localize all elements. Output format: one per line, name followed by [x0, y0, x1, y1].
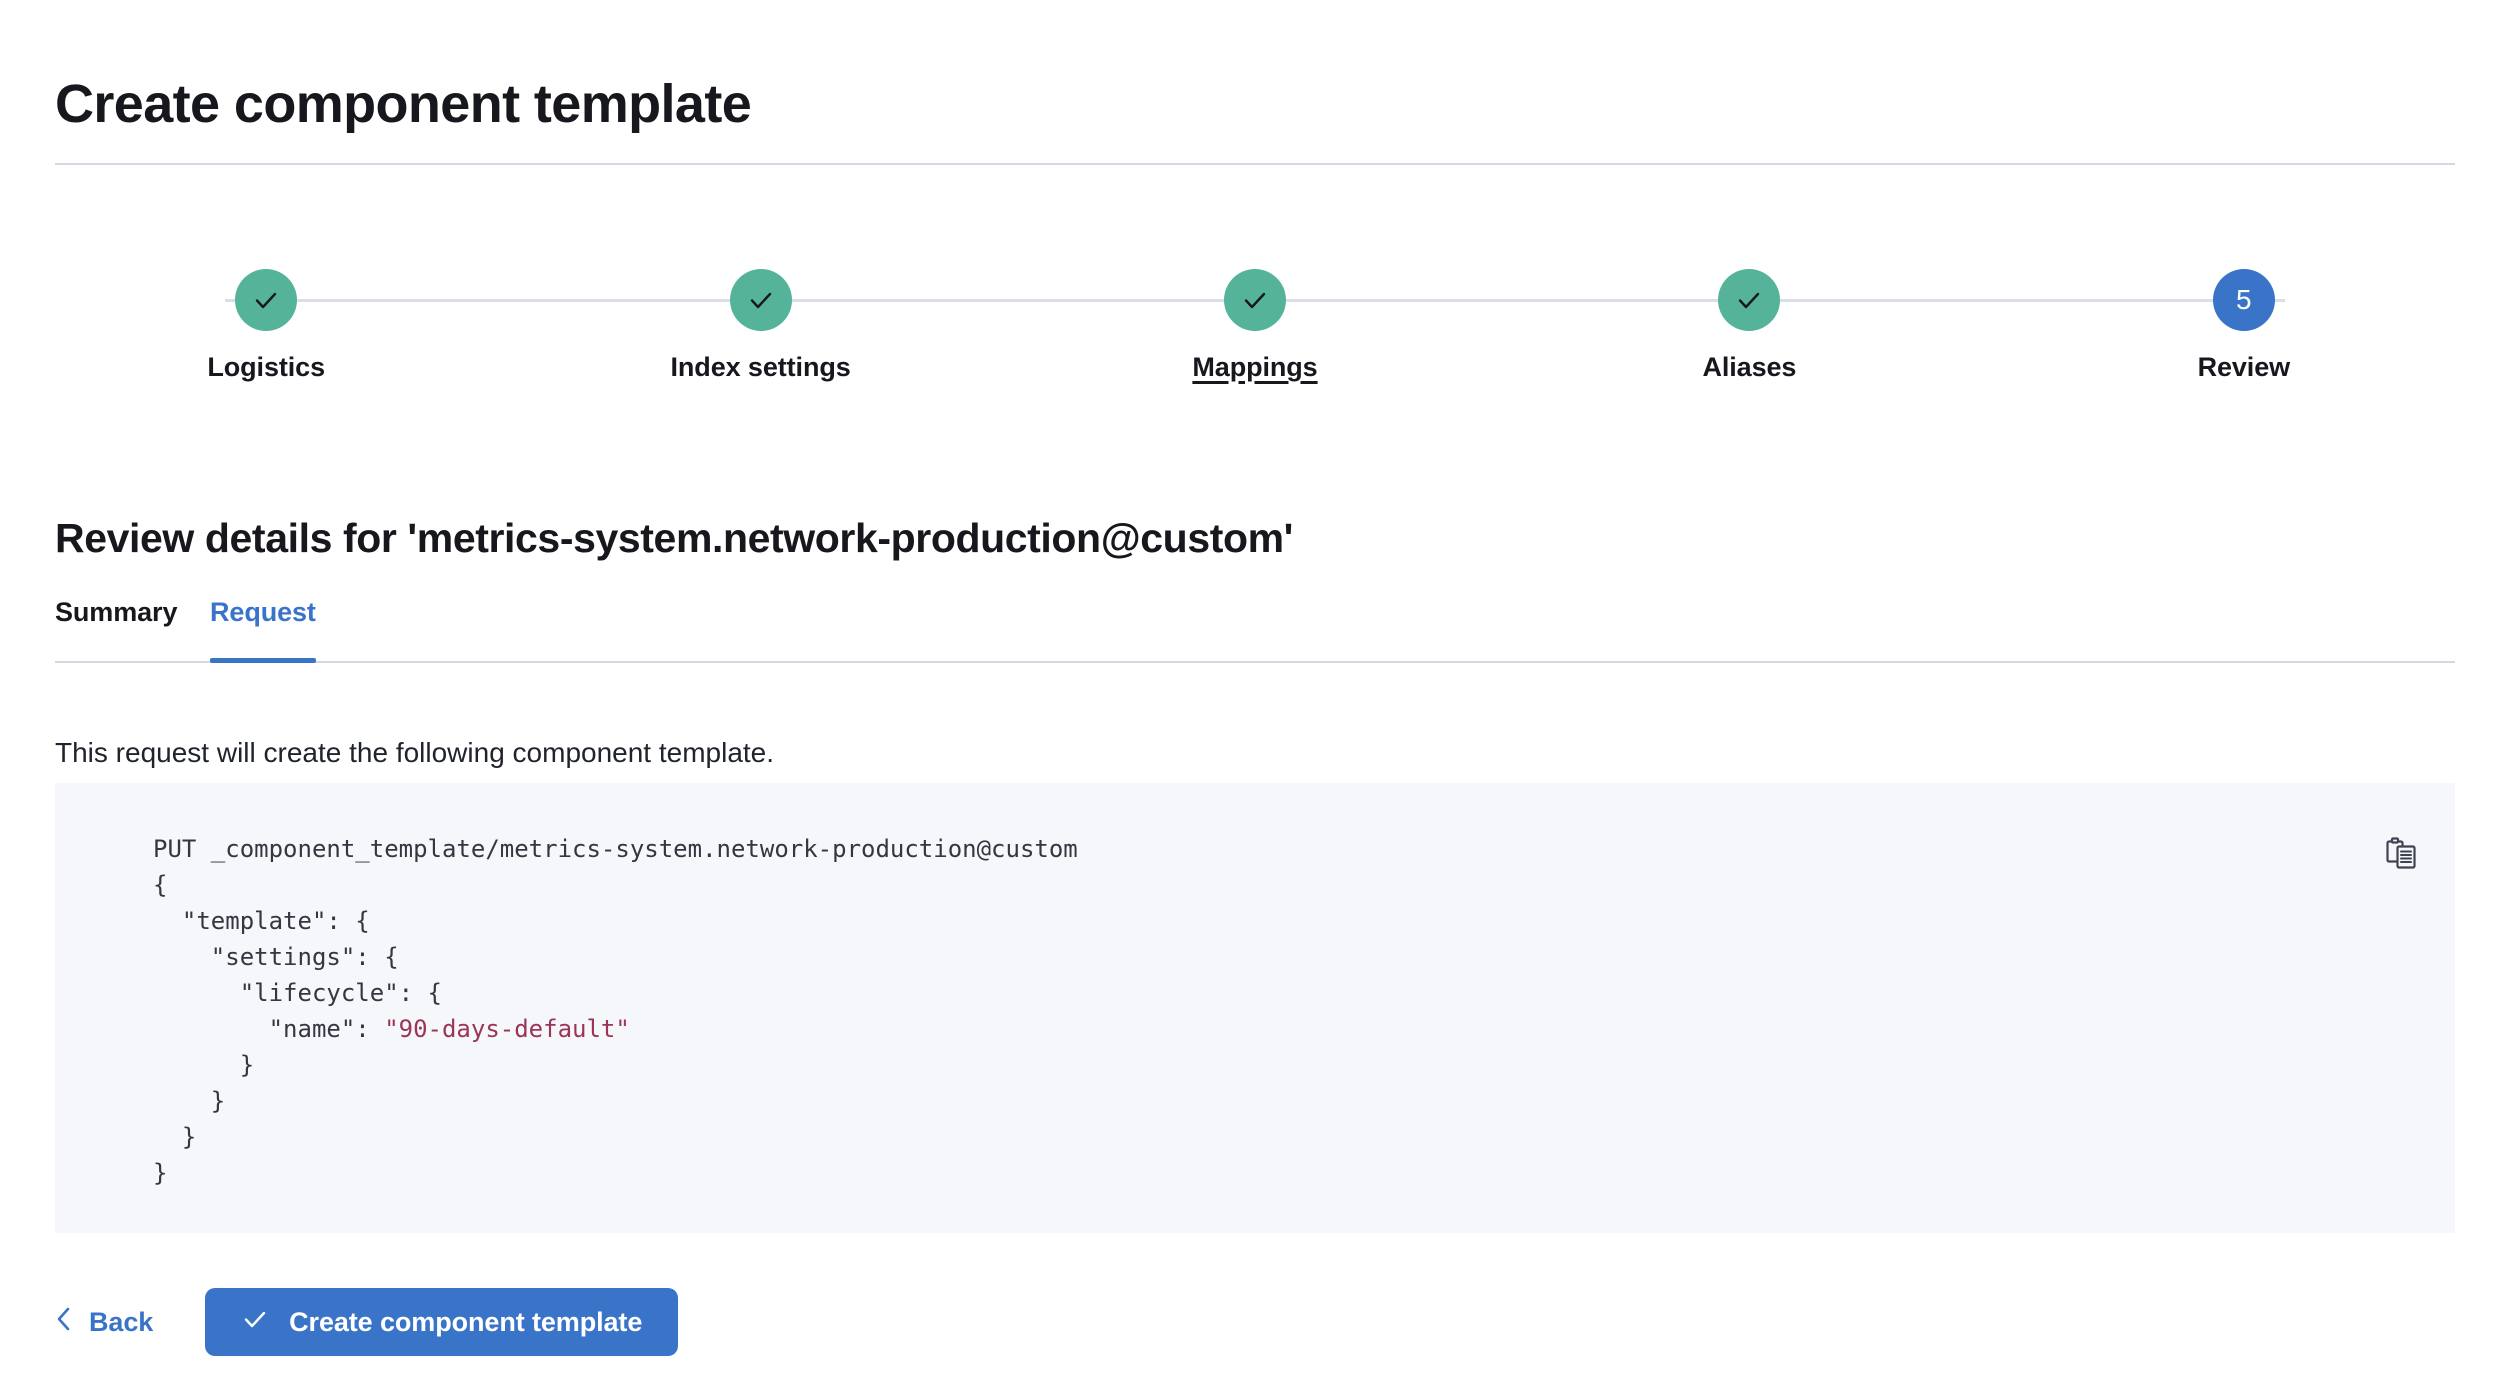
stepper-step-label[interactable]: Aliases: [1702, 352, 1797, 382]
title-divider: [55, 163, 2455, 165]
tab-summary[interactable]: Summary: [55, 595, 177, 663]
code-line: "settings": {: [153, 943, 399, 971]
stepper-step-aliases[interactable]: Aliases: [1579, 255, 1919, 383]
code-line: }: [153, 1159, 168, 1187]
create-component-template-button-label: Create component template: [289, 1306, 643, 1337]
step-number: 5: [2236, 284, 2252, 315]
step-check-icon: [1224, 269, 1286, 331]
code-method-line: PUT _component_template/metrics-system.n…: [153, 835, 1078, 863]
request-code-text: PUT _component_template/metrics-system.n…: [55, 783, 2455, 1191]
request-code-block: PUT _component_template/metrics-system.n…: [55, 783, 2455, 1233]
code-line: }: [153, 1123, 197, 1151]
copy-clipboard-icon[interactable]: [2379, 831, 2423, 875]
stepper-step-index-settings[interactable]: Index settings: [591, 255, 931, 383]
request-description: This request will create the following c…: [55, 737, 775, 768]
code-line: "lifecycle": {: [153, 979, 442, 1007]
stepper-step-mappings[interactable]: Mappings: [1085, 255, 1425, 383]
review-heading: Review details for 'metrics-system.netwo…: [55, 515, 1294, 562]
tab-request[interactable]: Request: [210, 595, 316, 663]
stepper-step-label[interactable]: Review: [2197, 352, 2291, 382]
page-title: Create component template: [55, 74, 752, 135]
stepper-step-logistics[interactable]: Logistics: [96, 255, 436, 383]
code-line: {: [153, 871, 168, 899]
step-check-icon: [235, 269, 298, 331]
step-check-icon: [729, 269, 792, 331]
step-check-icon: [1718, 269, 1781, 331]
create-component-template-button[interactable]: Create component template: [205, 1288, 679, 1356]
review-tabs: Summary Request: [55, 595, 2455, 665]
tabs-underline: [55, 661, 2455, 663]
active-tab-indicator: [210, 658, 316, 663]
chevron-left-icon: [55, 1305, 73, 1340]
back-button[interactable]: Back: [55, 1305, 153, 1340]
footer-actions: Back Create component template: [55, 1288, 679, 1356]
stepper-step-label[interactable]: Index settings: [670, 352, 851, 382]
stepper-step-label[interactable]: Logistics: [207, 352, 325, 382]
code-line: }: [153, 1087, 226, 1115]
tab-label: Summary: [55, 597, 178, 627]
code-line: }: [153, 1051, 255, 1079]
stepper-step-label[interactable]: Mappings: [1192, 352, 1318, 382]
back-button-label: Back: [89, 1306, 154, 1337]
code-line: "template": {: [153, 907, 370, 935]
step-number-badge: 5: [2212, 269, 2275, 331]
code-line: "name":: [153, 1015, 385, 1043]
check-icon: [241, 1305, 269, 1340]
tab-label: Request: [210, 597, 316, 627]
code-string-value: "90-days-default": [384, 1015, 630, 1043]
